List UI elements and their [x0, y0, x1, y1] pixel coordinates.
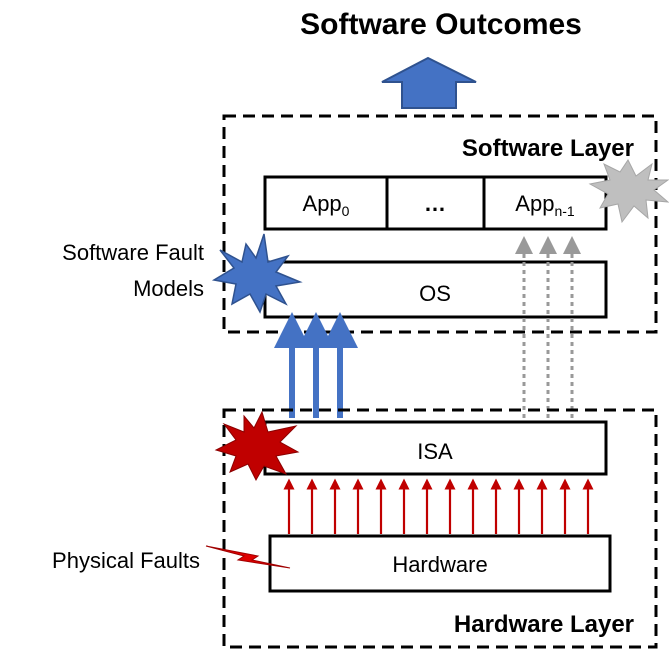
hardware-label: Hardware	[392, 552, 487, 577]
blue-burst-icon	[211, 233, 303, 314]
hardware-layer-label: Hardware Layer	[454, 611, 634, 638]
app-n-1-label: Appn-1	[515, 191, 575, 219]
software-fault-models-label-line1: Software Fault	[62, 240, 204, 265]
isa-label: ISA	[417, 439, 453, 464]
app-0-label: App0	[303, 191, 350, 219]
software-layer-label: Software Layer	[462, 135, 634, 162]
diagram-title: Software Outcomes	[300, 8, 582, 41]
app-ellipsis-label: …	[424, 191, 446, 216]
lightning-icon	[205, 545, 291, 569]
app-0-box	[263, 175, 389, 231]
red-arrows-group	[283, 478, 594, 534]
hardware-box	[268, 534, 612, 593]
os-label: OS	[419, 281, 451, 306]
physical-faults-label: Physical Faults	[52, 548, 200, 573]
app-n-1-box	[482, 175, 608, 231]
gray-burst-icon	[588, 159, 669, 224]
software-fault-models-label-line2: Models	[133, 276, 204, 301]
red-burst-icon	[214, 410, 300, 482]
software-layer-box	[222, 114, 658, 334]
outcome-arrow-icon	[381, 56, 477, 109]
hardware-layer-box	[222, 408, 658, 649]
